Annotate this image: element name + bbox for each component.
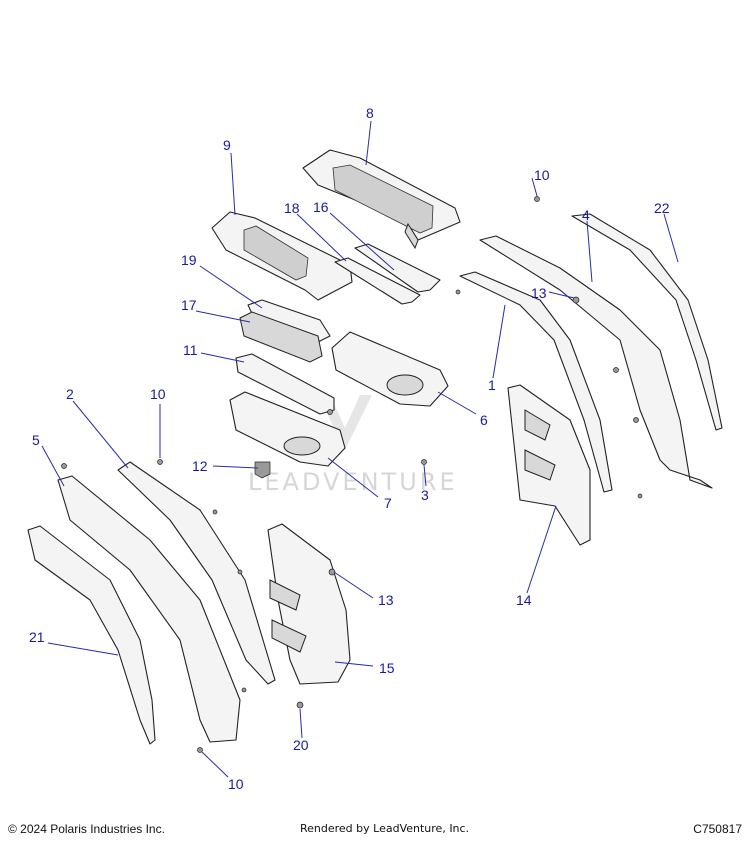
callout-18: 18	[284, 200, 300, 216]
callout-10-top: 10	[534, 167, 550, 183]
callout-13-center: 13	[378, 592, 394, 608]
callout-13-right: 13	[531, 285, 547, 301]
callout-8: 8	[366, 105, 374, 121]
part-15-center-inner-panel	[267, 523, 351, 685]
callout-17: 17	[181, 297, 197, 313]
part-17-screen	[239, 311, 323, 363]
callout-7: 7	[384, 495, 392, 511]
callout-2: 2	[66, 386, 74, 402]
part-7-left-tray	[229, 391, 346, 467]
callout-19: 19	[181, 252, 197, 268]
callout-10-bottom: 10	[228, 776, 244, 792]
part-21-left-panel	[27, 525, 156, 745]
callout-1: 1	[488, 377, 496, 393]
copyright-text: © 2024 Polaris Industries Inc.	[8, 822, 165, 836]
callout-12: 12	[192, 458, 208, 474]
diagram-part-number: C750817	[693, 822, 742, 836]
rendered-by-text: Rendered by LeadVenture, Inc.	[300, 822, 470, 835]
callout-4: 4	[582, 207, 590, 223]
callout-10-left: 10	[150, 386, 166, 402]
part-9-lower-grille-housing	[211, 211, 353, 301]
part-6-right-tray	[331, 331, 449, 407]
callout-11: 11	[183, 342, 198, 358]
watermark-text: LEADVENTURE	[248, 468, 458, 496]
callout-15: 15	[379, 660, 395, 676]
callout-21: 21	[29, 629, 45, 645]
part-14-right-inner-panel	[507, 384, 591, 546]
part-2-left-fender	[117, 461, 276, 685]
part-22-right-panel	[571, 213, 723, 431]
callout-9: 9	[223, 137, 231, 153]
fasteners	[61, 196, 643, 753]
leader-lines	[41, 120, 679, 778]
callout-16: 16	[313, 199, 329, 215]
callout-labels: 8 9 10 16 18 4 22 19 13 17 11 1 2 10 6 5…	[29, 105, 670, 792]
part-1-right-fender	[459, 271, 613, 493]
callout-3: 3	[421, 487, 429, 503]
part-4-right-fender	[479, 235, 713, 489]
callout-20: 20	[293, 737, 309, 753]
callout-5: 5	[32, 432, 40, 448]
part-12-plug	[254, 461, 271, 479]
callout-6: 6	[480, 412, 488, 428]
part-8-upper-grille-housing	[302, 149, 461, 250]
callout-14: 14	[516, 592, 532, 608]
part-18-seal	[334, 257, 421, 305]
part-5-left-fender	[57, 475, 241, 743]
part-11-gasket	[235, 353, 335, 415]
callout-22: 22	[654, 200, 670, 216]
